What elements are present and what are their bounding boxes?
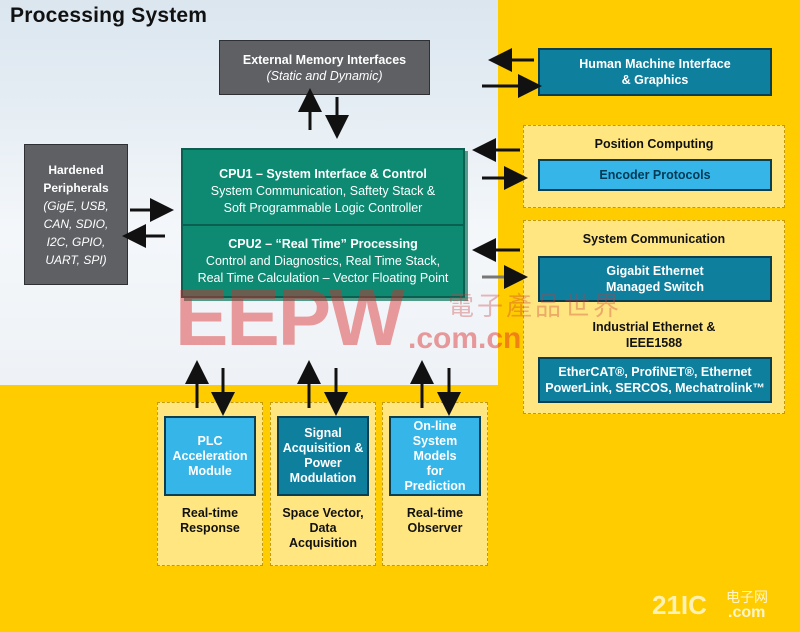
plc-caption: Real-time Response bbox=[157, 506, 263, 536]
signal-caption: Space Vector, Data Acquisition bbox=[270, 506, 376, 551]
signal-line3: Power bbox=[304, 456, 342, 470]
system-communication-header: System Communication bbox=[582, 232, 726, 246]
industrial-line2: IEEE1588 bbox=[625, 336, 683, 350]
encoder-protocols-box: Encoder Protocols bbox=[538, 159, 772, 191]
external-memory-subtitle: (Static and Dynamic) bbox=[266, 68, 383, 83]
hardened-line4: CAN, SDIO, bbox=[43, 216, 109, 231]
plc-line3: Module bbox=[188, 463, 232, 478]
hmi-line1: Human Machine Interface bbox=[579, 57, 731, 71]
gigabit-ethernet-box: Gigabit Ethernet Managed Switch bbox=[538, 256, 772, 302]
online-line2: System Models bbox=[412, 433, 458, 463]
cpu2-line2: Control and Diagnostics, Real Time Stack… bbox=[205, 254, 441, 268]
cpu1-section: CPU1 – System Interface & Control System… bbox=[183, 166, 463, 217]
signal-line2: Acquisition & bbox=[282, 441, 364, 455]
ethercat-line1: EtherCAT®, ProfiNET®, Ethernet bbox=[558, 365, 752, 379]
hardened-peripherals-box: Hardened Peripherals (GigE, USB, CAN, SD… bbox=[24, 144, 128, 285]
signal-line4: Modulation bbox=[289, 471, 357, 485]
hardened-line1: Hardened bbox=[48, 162, 104, 177]
hardened-line5: I2C, GPIO, bbox=[46, 234, 106, 249]
industrial-line1: Industrial Ethernet & bbox=[592, 320, 716, 334]
signal-caption-line1: Space Vector, bbox=[282, 506, 364, 520]
watermark-com: .com.cn bbox=[408, 322, 522, 355]
plc-line1: PLC bbox=[197, 433, 223, 448]
signal-caption-line3: Acquisition bbox=[288, 536, 358, 550]
plc-caption-line2: Response bbox=[180, 521, 240, 535]
cpu1-line2: System Communication, Saftety Stack & bbox=[210, 184, 436, 198]
hardened-line6: UART, SPI) bbox=[45, 252, 107, 267]
cpu2-title: CPU2 – “Real Time” Processing bbox=[228, 237, 418, 251]
industrial-ethernet-label: Industrial Ethernet & IEEE1588 bbox=[524, 319, 784, 351]
plc-line2: Acceleration bbox=[172, 448, 248, 463]
online-caption: Real-time Observer bbox=[382, 506, 488, 536]
watermark-21ic-com: .com bbox=[728, 604, 766, 621]
watermark-cn: 電子產品世界 bbox=[448, 291, 623, 321]
ethercat-box: EtherCAT®, ProfiNET®, Ethernet PowerLink… bbox=[538, 357, 772, 403]
plc-module-box: PLC Acceleration Module bbox=[164, 416, 256, 496]
cpu2-line3: Real Time Calculation – Vector Floating … bbox=[197, 271, 449, 285]
page-title: Processing System bbox=[10, 4, 208, 27]
watermark-21ic-cn: 电子网 bbox=[726, 589, 768, 605]
hmi-line2: & Graphics bbox=[621, 73, 689, 87]
online-module-box: On-line System Models for Prediction bbox=[389, 416, 481, 496]
gige-line1: Gigabit Ethernet bbox=[606, 264, 704, 278]
cpu1-title: CPU1 – System Interface & Control bbox=[219, 167, 427, 181]
signal-caption-line2: Data bbox=[309, 521, 337, 535]
cpu-block: CPU1 – System Interface & Control System… bbox=[181, 148, 465, 298]
signal-module-box: Signal Acquisition & Power Modulation bbox=[277, 416, 369, 496]
online-line4: Prediction bbox=[404, 478, 466, 493]
signal-line1: Signal bbox=[304, 426, 342, 440]
online-line3: for bbox=[426, 463, 444, 478]
ethercat-line2: PowerLink, SERCOS, Mechatrolink™ bbox=[545, 381, 765, 395]
hardened-line3: (GigE, USB, bbox=[43, 198, 109, 213]
hmi-box: Human Machine Interface & Graphics bbox=[538, 48, 772, 96]
plc-caption-line1: Real-time bbox=[181, 506, 239, 520]
cpu-divider bbox=[183, 224, 463, 226]
cpu1-line3: Soft Programmable Logic Controller bbox=[223, 201, 423, 215]
hardened-line2: Peripherals bbox=[43, 180, 109, 195]
online-line1: On-line bbox=[413, 418, 457, 433]
watermark-eepw: EEPW bbox=[175, 273, 405, 362]
position-computing-header: Position Computing bbox=[594, 137, 714, 151]
external-memory-box: External Memory Interfaces (Static and D… bbox=[219, 40, 430, 95]
online-caption-line1: Real-time bbox=[406, 506, 464, 520]
online-caption-line2: Observer bbox=[407, 521, 463, 535]
encoder-protocols-label: Encoder Protocols bbox=[599, 168, 711, 182]
gige-line2: Managed Switch bbox=[606, 280, 704, 294]
external-memory-title: External Memory Interfaces bbox=[242, 52, 407, 67]
watermark-21ic: 21IC bbox=[652, 590, 707, 620]
cpu2-section: CPU2 – “Real Time” Processing Control an… bbox=[183, 236, 463, 287]
